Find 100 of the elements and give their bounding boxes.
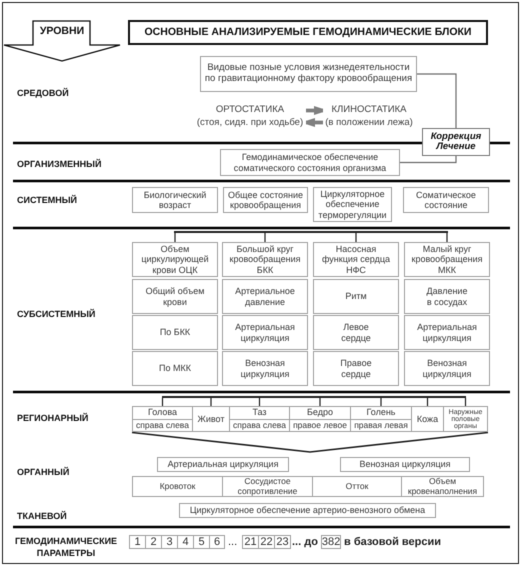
cell-text: 382 xyxy=(322,536,340,548)
box-text: Объем циркулирующей крови ОЦК xyxy=(140,244,210,275)
info-box xyxy=(179,503,436,518)
info-box xyxy=(340,457,470,472)
cell-text: 6 xyxy=(214,536,220,548)
callout-text: Коррекция Лечение xyxy=(430,132,482,152)
cell-text: Бедро xyxy=(306,407,334,418)
number-cell xyxy=(209,535,225,549)
box-text: Сосудистое сопротивление xyxy=(236,476,298,496)
info-box xyxy=(404,242,490,277)
box-text: Общий объем крови xyxy=(145,286,205,307)
info-box xyxy=(132,279,218,314)
cell-text: 5 xyxy=(198,536,205,548)
box-text: Видовые позные условия жизнедеятельности по гравитационному фактору кровообращения xyxy=(204,63,414,85)
info-box xyxy=(222,315,308,350)
box-text: Кровоток xyxy=(160,482,196,492)
level-label: РЕГИОНАРНЫЙ xyxy=(17,412,88,424)
cell-text: 2 xyxy=(150,536,157,548)
info-box xyxy=(404,279,490,314)
box-text: Давление в сосудах xyxy=(426,286,468,307)
table-cell xyxy=(229,406,290,432)
callout-box xyxy=(422,128,490,156)
term-text: КЛИНОСТАТИКА xyxy=(332,104,406,116)
table-cell xyxy=(443,406,488,432)
connector-line xyxy=(400,156,457,164)
ellipsis-text: ... xyxy=(228,535,238,549)
info-box xyxy=(403,187,489,213)
info-box xyxy=(157,457,289,472)
box-text: Насосная функция сердца НФС xyxy=(321,244,391,275)
cell-text: Голова xyxy=(146,407,178,418)
box-text: Артериальная циркуляция xyxy=(416,322,478,343)
info-box xyxy=(404,351,490,386)
level-label: ГЕМОДИНАМИЧЕСКИЕ ПАРАМЕТРЫ xyxy=(14,536,118,559)
box-text: По БКК xyxy=(158,327,192,338)
cell-text: Голень xyxy=(366,407,396,418)
box-text: Артериальная циркуляция xyxy=(168,459,278,470)
title-box xyxy=(128,20,488,45)
cell-text: Таз xyxy=(251,407,268,418)
note-text: (стоя, сидя. при ходьбе) xyxy=(196,116,304,129)
cell-text: 1 xyxy=(134,536,141,548)
cell-text: 4 xyxy=(182,536,189,548)
title-text: ОСНОВНЫЕ АНАЛИЗИРУЕМЫЕ ГЕМОДИНАМИЧЕСКИЕ БЛОКИ xyxy=(144,26,472,38)
box-text: Венозная циркуляция xyxy=(240,358,290,379)
cell-text: 22 xyxy=(260,536,273,548)
box-text: Соматическое состояние xyxy=(415,190,477,210)
box-text: По МКК xyxy=(158,363,192,374)
info-box xyxy=(404,315,490,350)
number-cell xyxy=(145,535,162,549)
info-box xyxy=(313,315,399,350)
cell-text: Живот xyxy=(196,412,226,426)
number-cell xyxy=(177,535,194,549)
cell-text: 21 xyxy=(244,536,257,548)
level-label: ТКАНЕВОЙ xyxy=(17,510,67,522)
table-cell xyxy=(192,406,230,432)
box-text: Левое сердце xyxy=(340,322,372,343)
number-cell xyxy=(193,535,210,549)
table-cell xyxy=(411,406,444,432)
level-label: СУБСИСТЕМНЫЙ xyxy=(17,308,96,320)
table-cell xyxy=(350,406,412,432)
info-box xyxy=(313,351,399,386)
table-cell xyxy=(289,406,351,432)
info-box xyxy=(132,187,218,213)
info-box xyxy=(132,315,218,350)
info-box xyxy=(401,476,484,497)
cell-text: Кожа xyxy=(416,412,440,426)
note-text: в базовой версии xyxy=(344,535,442,549)
box-text: Гемодинамическое обеспечение соматического состояния организма xyxy=(232,152,388,173)
info-box xyxy=(222,351,308,386)
info-box xyxy=(312,476,402,497)
level-label: ОРГАНИЗМЕННЫЙ xyxy=(17,158,102,170)
cell-text: 3 xyxy=(166,536,173,548)
info-box xyxy=(313,242,399,277)
box-text: Правое сердце xyxy=(339,358,373,379)
info-box xyxy=(223,187,308,213)
box-text: Объем кровенаполнения xyxy=(406,476,478,496)
box-text: Венозная циркуляция xyxy=(359,459,451,470)
cell-text: 23 xyxy=(276,536,289,548)
number-cell xyxy=(129,535,146,549)
box-text: Общее состояние кровообращения xyxy=(227,190,304,210)
info-box xyxy=(220,149,400,176)
number-cell xyxy=(161,535,178,549)
connector-line xyxy=(417,73,457,128)
info-box xyxy=(200,56,417,92)
info-box xyxy=(222,476,313,497)
note-text: (в положении лежа) xyxy=(325,116,413,129)
level-label: ОРГАННЫЙ xyxy=(17,466,70,478)
block-arrow xyxy=(3,20,121,62)
box-text: Биологический возраст xyxy=(142,190,208,210)
box-text: Артериальное давление xyxy=(234,286,296,307)
range-text: ... до xyxy=(292,535,318,549)
box-text: Ритм xyxy=(344,291,368,302)
box-text: Малый круг кровообращения МКК xyxy=(410,244,484,275)
info-box xyxy=(313,279,399,314)
info-box xyxy=(132,242,218,277)
box-text: Венозная циркуляция xyxy=(422,358,472,379)
box-text: Циркуляторное обеспечение терморегуляции xyxy=(317,189,388,220)
info-box xyxy=(132,351,218,386)
term-text: ОРТОСТАТИКА xyxy=(216,104,284,116)
box-text: Циркуляторное обеспечение артерио-венозного обмена xyxy=(190,505,426,516)
box-text: Отток xyxy=(346,482,368,492)
